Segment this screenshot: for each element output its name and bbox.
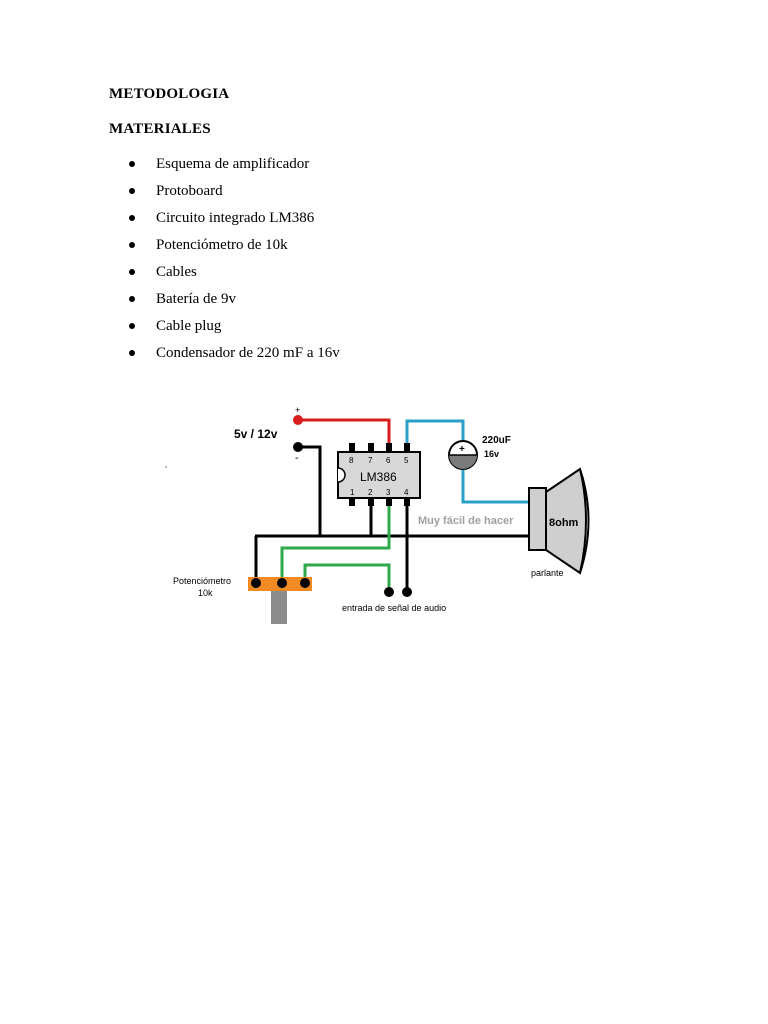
section-heading: METODOLOGIA bbox=[109, 86, 230, 102]
bullet-icon bbox=[129, 296, 135, 302]
pot-to-input-wire bbox=[303, 563, 391, 591]
pin-number: 2 bbox=[368, 488, 373, 497]
capacitor-negative-half bbox=[449, 455, 477, 469]
materials-list: Esquema de amplificador Protoboard Circu… bbox=[0, 153, 340, 369]
bullet-icon bbox=[129, 188, 135, 194]
pin-5 bbox=[404, 443, 410, 453]
speaker: 8ohm parlante bbox=[528, 467, 590, 578]
list-item: Protoboard bbox=[0, 180, 340, 207]
capacitor-voltage: 16v bbox=[484, 449, 499, 459]
chip-notch bbox=[337, 467, 346, 483]
list-item: Batería de 9v bbox=[0, 288, 340, 315]
list-item: Esquema de amplificador bbox=[0, 153, 340, 180]
pin-number: 8 bbox=[349, 456, 354, 465]
pin-8 bbox=[349, 443, 355, 453]
pin3-to-pot-wiper-wire bbox=[280, 503, 391, 583]
list-item: Potenciómetro de 10k bbox=[0, 234, 340, 261]
material-label: Cable plug bbox=[156, 318, 222, 334]
chip-pins bbox=[349, 443, 410, 506]
list-item: Cable plug bbox=[0, 315, 340, 342]
audio-input-terminal bbox=[384, 587, 394, 597]
chip-label: LM386 bbox=[360, 470, 397, 484]
speaker-label: parlante bbox=[531, 568, 564, 578]
lm386-chip: LM386 8 7 6 5 1 2 3 4 bbox=[337, 443, 421, 506]
capacitor: + 220uF 16v bbox=[448, 435, 511, 470]
pin5-to-capacitor-wire bbox=[405, 419, 465, 445]
wires bbox=[254, 418, 530, 591]
audio-input-terminal bbox=[402, 587, 412, 597]
stray-mark bbox=[165, 466, 167, 468]
positive-terminal bbox=[293, 415, 303, 425]
potentiometer-shaft bbox=[271, 590, 287, 624]
pin-3 bbox=[386, 496, 392, 506]
bullet-icon bbox=[129, 350, 135, 356]
ground-supply-wire bbox=[298, 445, 322, 536]
material-label: Potenciómetro de 10k bbox=[156, 237, 288, 253]
negative-terminal bbox=[293, 442, 303, 452]
material-label: Cables bbox=[156, 264, 197, 280]
pot-value: 10k bbox=[198, 588, 213, 598]
minus-sign: - bbox=[295, 452, 299, 464]
chip-body bbox=[337, 451, 421, 499]
list-item: Condensador de 220 mF a 16v bbox=[0, 342, 340, 369]
pin-1 bbox=[349, 496, 355, 506]
pin-number: 4 bbox=[404, 488, 409, 497]
pot-label: Potenciómetro bbox=[173, 576, 231, 586]
capacitor-to-speaker-wire bbox=[461, 470, 530, 504]
pin-6 bbox=[386, 443, 392, 453]
material-label: Batería de 9v bbox=[156, 291, 236, 307]
positive-wire bbox=[298, 418, 391, 445]
list-item: Circuito integrado LM386 bbox=[0, 207, 340, 234]
bullet-icon bbox=[129, 269, 135, 275]
pot-terminal bbox=[277, 578, 287, 588]
material-label: Protoboard bbox=[156, 183, 223, 199]
pin-number: 1 bbox=[350, 488, 355, 497]
plus-sign: + bbox=[295, 405, 300, 415]
pin-number: 3 bbox=[386, 488, 391, 497]
bullet-icon bbox=[129, 242, 135, 248]
materials-heading: MATERIALES bbox=[109, 121, 211, 137]
bullet-icon bbox=[129, 323, 135, 329]
material-label: Esquema de amplificador bbox=[156, 156, 310, 172]
supply-label: 5v / 12v bbox=[234, 427, 278, 441]
pin-7 bbox=[368, 443, 374, 453]
audio-input-label: entrada de señal de audio bbox=[342, 603, 446, 613]
pin-2 bbox=[368, 496, 374, 506]
pin-number: 6 bbox=[386, 456, 391, 465]
speaker-impedance: 8ohm bbox=[549, 517, 579, 529]
capacitor-value: 220uF bbox=[482, 435, 511, 446]
material-label: Circuito integrado LM386 bbox=[156, 210, 315, 226]
speaker-rim bbox=[579, 468, 590, 574]
bullet-icon bbox=[129, 161, 135, 167]
capacitor-plus-sign: + bbox=[459, 444, 465, 455]
watermark-text: Muy fácil de hacer bbox=[418, 515, 514, 527]
speaker-magnet bbox=[528, 487, 547, 551]
list-item: Cables bbox=[0, 261, 340, 288]
pin-number: 5 bbox=[404, 456, 409, 465]
pot-terminal bbox=[251, 578, 261, 588]
material-label: Condensador de 220 mF a 16v bbox=[156, 345, 340, 361]
pin-number: 7 bbox=[368, 456, 373, 465]
pin-4 bbox=[404, 496, 410, 506]
bullet-icon bbox=[129, 215, 135, 221]
pot-terminal bbox=[300, 578, 310, 588]
potentiometer: Potenciómetro 10k bbox=[173, 576, 312, 624]
